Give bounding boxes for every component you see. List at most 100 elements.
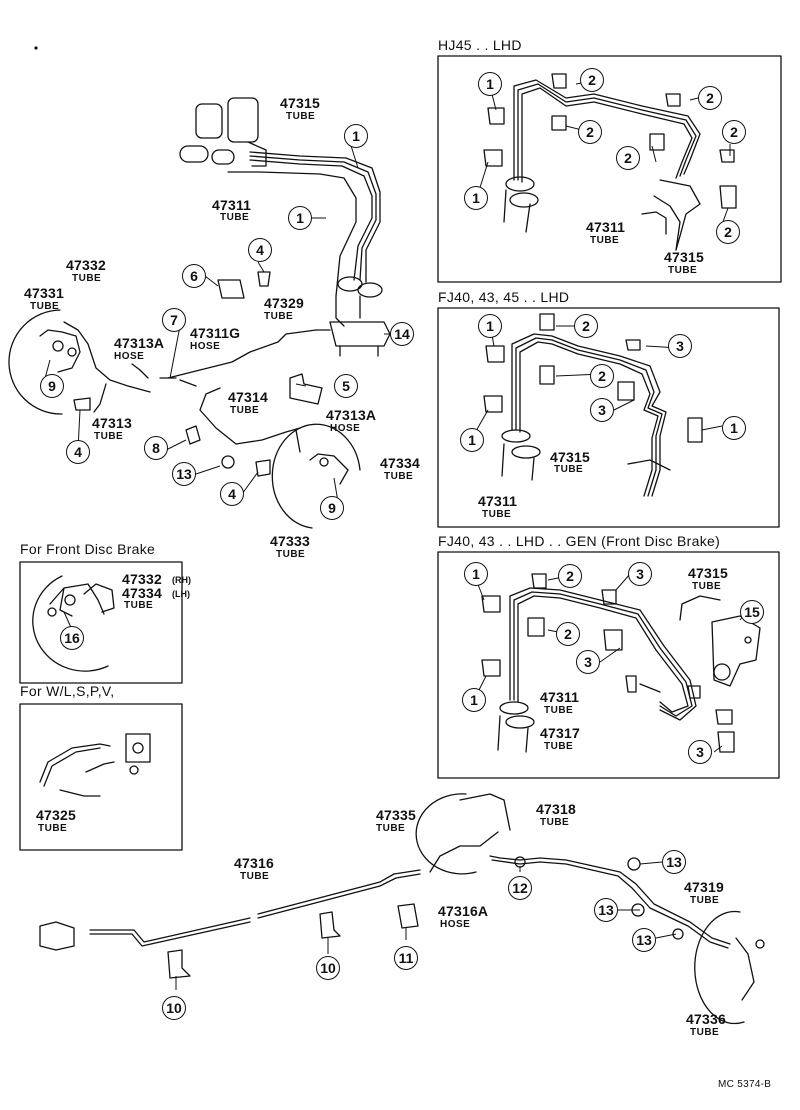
callout-7-main: 7	[162, 308, 186, 332]
part-47331: 47331	[24, 285, 64, 301]
part-47311-hj45: 47311	[586, 219, 626, 235]
clip-6	[217, 279, 245, 299]
callout-3-fj-a: 3	[668, 334, 692, 358]
callout-2-hj45-a: 2	[580, 68, 604, 92]
nut-13-rear-a	[627, 857, 641, 871]
part-47334-main: 47334	[380, 455, 420, 471]
type-47314: TUBE	[230, 405, 260, 416]
callout-13-rear-a: 13	[662, 850, 686, 874]
header-front-disc-brake: For Front Disc Brake	[20, 541, 156, 557]
type-47311-main: TUBE	[220, 212, 250, 223]
callout-3-gen-b: 3	[576, 650, 600, 674]
nut-13-rear-c	[672, 928, 684, 940]
callout-1-hj45-a: 1	[478, 72, 502, 96]
rear-mid-clip-10	[319, 911, 341, 939]
clip-4-left	[73, 397, 91, 411]
master-cylinder	[179, 97, 267, 167]
part-47311-main: 47311	[212, 197, 252, 213]
clip-4-bottom	[255, 459, 271, 477]
type-disc: TUBE	[124, 600, 154, 611]
callout-4-main-top: 4	[248, 238, 272, 262]
type-47319: TUBE	[690, 895, 720, 906]
part-47313: 47313	[92, 415, 132, 431]
inset-frame-fj40-45	[437, 307, 780, 528]
fj40-45-tube-routing	[501, 333, 671, 497]
callout-10-rear-left: 10	[162, 996, 186, 1020]
type-47315-main: TUBE	[286, 111, 316, 122]
type-47331: TUBE	[30, 301, 60, 312]
callout-1-fj-b: 1	[722, 416, 746, 440]
part-47335: 47335	[376, 807, 416, 823]
type-47332-main: TUBE	[72, 273, 102, 284]
part-47333: 47333	[270, 533, 310, 549]
main-tube-bundle	[227, 151, 383, 327]
callout-6-main: 6	[182, 264, 206, 288]
callout-16-disc: 16	[60, 626, 84, 650]
type-47311-gen: TUBE	[544, 705, 574, 716]
inset-frame-front-disc	[19, 561, 183, 684]
callout-1-fj-a: 1	[478, 314, 502, 338]
bracket-5	[289, 373, 323, 405]
callout-2-gen-b: 2	[556, 622, 580, 646]
type-47316a: HOSE	[440, 919, 471, 930]
header-wlspv: For W/L,S,P,V,	[20, 683, 115, 699]
callout-9-main-right: 9	[320, 496, 344, 520]
part-47336: 47336	[686, 1011, 726, 1027]
rear-tee-box	[39, 921, 75, 951]
callout-14-main: 14	[390, 322, 414, 346]
type-47316: TUBE	[240, 871, 270, 882]
part-47319: 47319	[684, 879, 724, 895]
type-47334-main: TUBE	[384, 471, 414, 482]
type-47311-hj45: TUBE	[590, 235, 620, 246]
callout-2-hj45-e: 2	[616, 146, 640, 170]
callout-4-main-bottom: 4	[220, 482, 244, 506]
callout-2-gen-a: 2	[558, 564, 582, 588]
type-47313: TUBE	[94, 431, 124, 442]
fj40-gen-valve-15	[711, 615, 761, 687]
callout-8-main: 8	[144, 436, 168, 460]
right-brake-drum	[271, 423, 361, 529]
callout-2-hj45-f: 2	[716, 220, 740, 244]
callout-13-rear-b: 13	[594, 898, 618, 922]
wlspv-assembly	[39, 733, 151, 797]
type-47313a-right: HOSE	[330, 423, 361, 434]
rear-clip-11	[397, 903, 419, 929]
inset-frame-hj45	[437, 55, 782, 283]
callout-1-main-b: 1	[288, 206, 312, 230]
inset-frame-fj40-gen	[437, 551, 780, 779]
part-47316: 47316	[234, 855, 274, 871]
part-47316a: 47316A	[438, 903, 489, 919]
front-brake-lines	[63, 321, 317, 453]
type-47318: TUBE	[540, 817, 570, 828]
front-disc-assembly	[32, 575, 115, 672]
fj40-gen-tube-routing	[497, 587, 721, 753]
callout-9-main-left: 9	[40, 374, 64, 398]
part-47318: 47318	[536, 801, 576, 817]
side-lh: (LH)	[172, 589, 190, 599]
type-47329: TUBE	[264, 311, 294, 322]
footer-code: MC 5374-B	[718, 1079, 772, 1090]
part-47325: 47325	[36, 807, 76, 823]
part-47311-gen: 47311	[540, 689, 580, 705]
hj45-tube-routing	[503, 79, 701, 251]
type-47315-hj45: TUBE	[668, 265, 698, 276]
fj40-gen-clips	[481, 573, 735, 753]
clip-4-top	[257, 271, 271, 287]
part-47315-gen: 47315	[688, 565, 728, 581]
part-47311-fj: 47311	[478, 493, 518, 509]
corner-mark	[34, 46, 38, 50]
callout-12-rear: 12	[508, 876, 532, 900]
callout-2-fj-a: 2	[574, 314, 598, 338]
type-47336: TUBE	[690, 1027, 720, 1038]
callout-1-fj-c: 1	[460, 428, 484, 452]
type-47315-fj: TUBE	[554, 464, 584, 475]
callout-10-rear-mid: 10	[316, 956, 340, 980]
callout-1-hj45-b: 1	[464, 186, 488, 210]
part-47313a-left: 47313A	[114, 335, 165, 351]
part-47332-main: 47332	[66, 257, 106, 273]
header-fj40-gen: FJ40, 43 . . LHD . . GEN (Front Disc Bra…	[438, 533, 721, 549]
callout-1-gen-b: 1	[462, 688, 486, 712]
rear-brake-lines	[89, 831, 731, 949]
hj45-clips	[483, 73, 737, 209]
